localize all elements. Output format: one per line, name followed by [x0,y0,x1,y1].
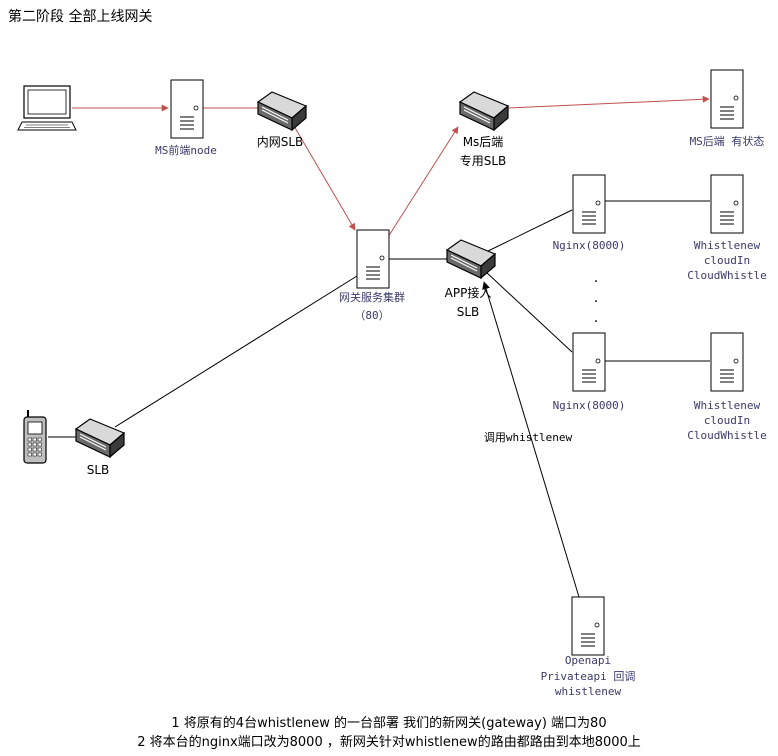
slb-icon-mobile [75,418,125,458]
label-app-slb-2: SLB [457,305,480,319]
label-openapi-2: Privateapi 回调 [541,670,636,683]
label-ms-backend: MS后端 有状态 [690,134,765,148]
note-line-1: 1 将原有的4台whistlenew 的一台部署 我们的新网关(gateway)… [171,716,607,731]
slb-icon-app [446,239,496,279]
edge-innerslb-to-gateway [293,125,356,231]
slb-icon-ms-backend [459,91,509,131]
label-openapi-1: Openapi [565,654,611,667]
server-icon-nginx-bottom [572,332,606,392]
label-gateway-2: （80） [354,309,389,322]
slb-icon-inner [257,91,307,131]
edge-appslb-to-nginx-top [485,209,573,253]
server-icon-ms-front [170,79,204,139]
label-app-slb-1: APP接入 [445,285,492,300]
label-whistle-top-1: Whistlenew [694,239,761,252]
label-call-whistlenew: 调用whistlenew [484,431,573,444]
label-ms-front: MS前端node [155,143,217,157]
note-line-2: 2 将本台的nginx端口改为8000 ，新网关针对whistlenew的路由都… [137,735,641,750]
label-gateway-1: 网关服务集群 [339,290,405,304]
ellipsis-dot-3: . [594,310,598,326]
label-mobile-slb: SLB [87,463,110,477]
server-icon-nginx-top [572,174,606,234]
ellipsis-dot-1: . [594,270,598,286]
mobile-phone-icon [23,410,47,464]
server-icon-whistle-bottom [710,332,744,392]
desktop-computer-icon [17,85,77,131]
page-title: 第二阶段 全部上线网关 [8,9,153,25]
edge-mobileslb-to-gateway [114,275,358,428]
label-whistle-top-3: CloudWhistle [687,269,766,282]
ellipsis-dot-2: . [594,290,598,306]
server-icon-whistle-top [710,174,744,234]
edge-msslb-to-msbackend [507,95,710,109]
label-whistle-bottom-3: CloudWhistle [687,429,766,442]
label-nginx-bottom: Nginx(8000) [553,399,626,412]
label-whistle-bottom-2: cloudIn [704,414,750,427]
server-icon-gateway [356,229,390,289]
label-openapi-3: whistlenew [555,685,622,698]
edge-openapi-to-appslb [482,281,580,598]
edge-gateway-to-msslb [387,126,459,238]
server-icon-ms-backend [710,69,744,129]
label-inner-slb: 内网SLB [257,135,304,149]
server-icon-openapi [571,596,605,656]
label-ms-slb-2: 专用SLB [460,153,507,168]
label-whistle-bottom-1: Whistlenew [694,399,761,412]
label-ms-slb-1: Ms后端 [463,135,504,149]
label-nginx-top: Nginx(8000) [553,239,626,252]
label-whistle-top-2: cloudIn [704,254,750,267]
edge-appslb-to-nginx-bottom [485,271,573,353]
